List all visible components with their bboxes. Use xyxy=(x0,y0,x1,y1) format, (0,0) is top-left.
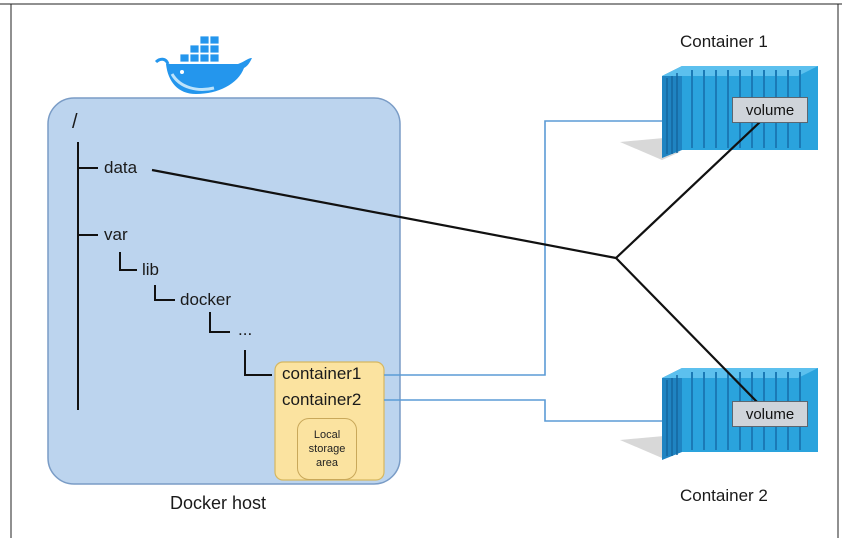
volume-links xyxy=(151,121,761,406)
tree-root-label: / xyxy=(72,111,78,133)
tree-var-label: var xyxy=(104,225,128,244)
link-container1 xyxy=(384,120,662,376)
container2-volume: volume xyxy=(732,401,808,427)
branch-ellipsis xyxy=(209,312,230,333)
link-container2 xyxy=(384,399,662,422)
container1-title: Container 1 xyxy=(680,32,768,51)
branch-containers xyxy=(244,350,272,376)
docker-whale-icon xyxy=(154,35,252,94)
junction-to-volume1 xyxy=(615,121,761,259)
tree-container1-label: container1 xyxy=(282,364,362,383)
branch-docker xyxy=(154,285,175,301)
container2-title: Container 2 xyxy=(680,486,768,505)
docker-host-caption: Docker host xyxy=(170,493,267,513)
tree-lines xyxy=(77,142,272,410)
data-to-junction xyxy=(151,168,617,260)
tree-data-label: data xyxy=(104,158,138,177)
container1-volume: volume xyxy=(732,97,808,123)
tree-lib-label: lib xyxy=(142,260,160,279)
tree-ellipsis-label: ... xyxy=(238,320,253,339)
tree-container2-label: container2 xyxy=(282,390,362,409)
junction-to-volume2 xyxy=(615,257,761,406)
local-storage-label: Local storage area xyxy=(297,418,357,480)
tree-docker-label: docker xyxy=(180,290,232,309)
container-links xyxy=(384,120,662,422)
branch-lib xyxy=(119,252,137,271)
